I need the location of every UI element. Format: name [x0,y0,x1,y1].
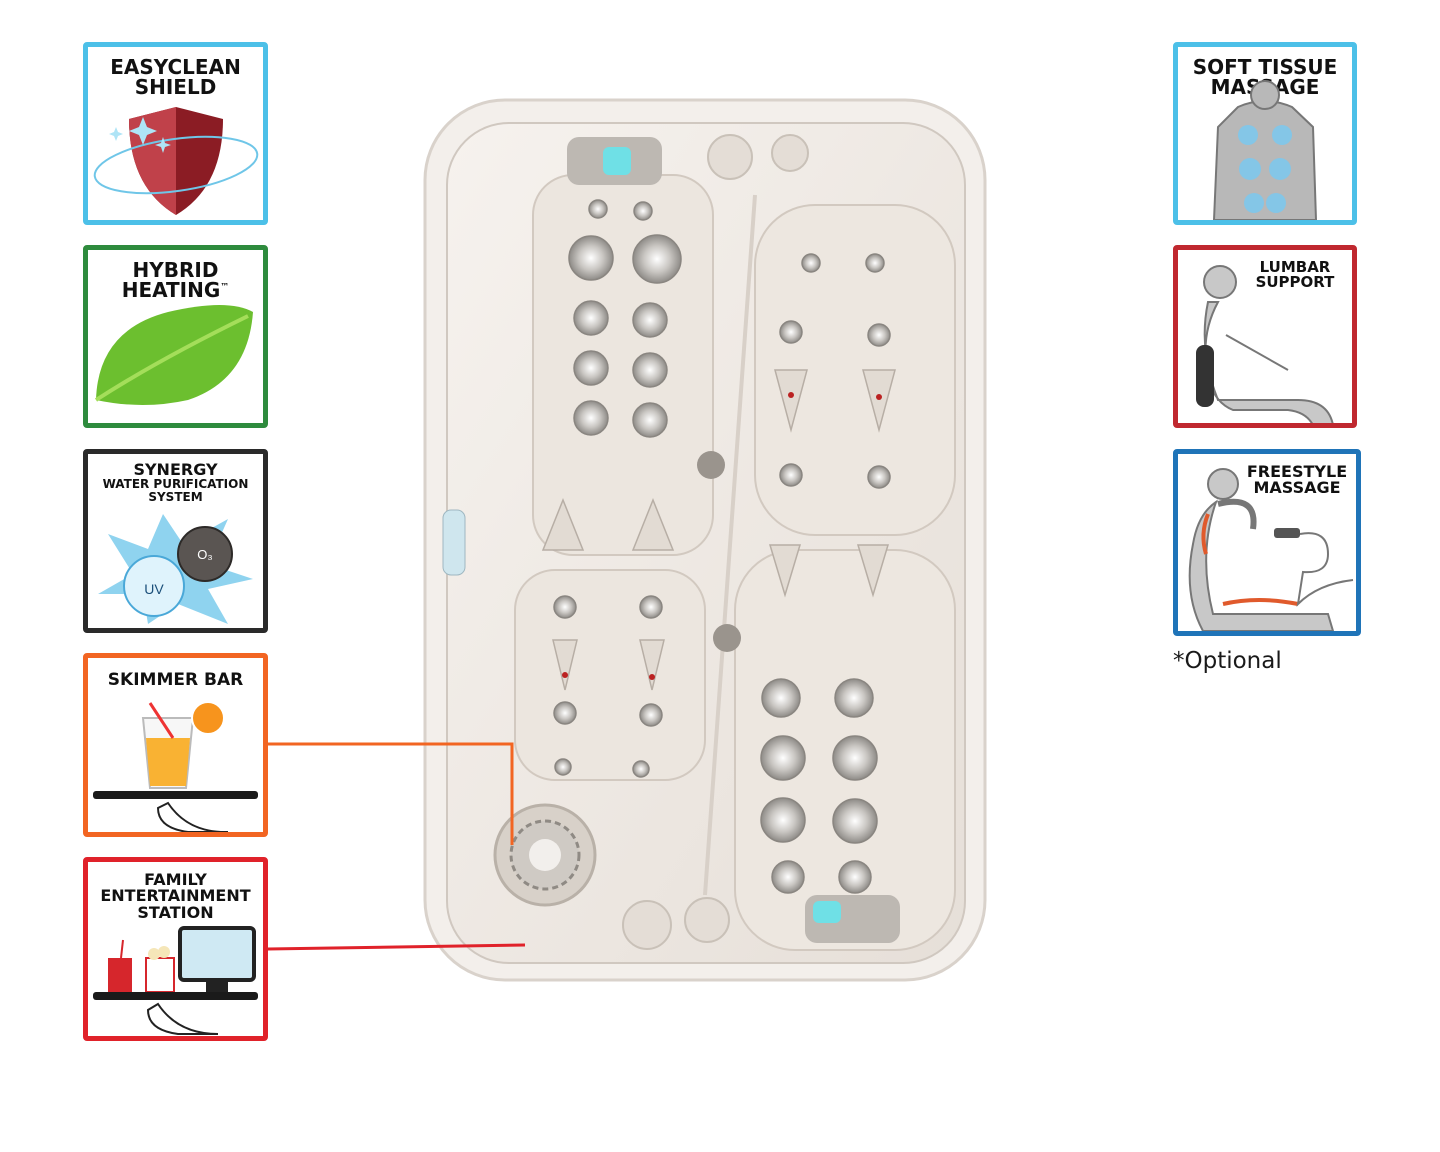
seated-person-icon [1196,265,1334,423]
lounger-right-upper [754,204,956,536]
jet-cluster [553,199,891,894]
badge-title: FAMILY ENTERTAINMENT STATION [100,870,251,922]
skimmer-callout-line [268,742,514,845]
handheld-jet-icon [1188,468,1354,631]
soft-tissue-massage-badge: SOFT TISSUE MASSAGE [1173,42,1357,225]
water-splash-icon [98,514,253,624]
seat-left-lower [514,569,706,781]
badge-title: HYBRID HEATING™ [121,258,230,303]
family-entertainment-station-badge: FAMILY ENTERTAINMENT STATION [83,857,268,1041]
badge-title: EASYCLEAN SHIELD [110,55,241,100]
hybrid-heating-badge: HYBRID HEATING™ [83,245,268,428]
badge-title: SYNERGY WATER PURIFICATION SYSTEM [102,460,249,504]
badge-title: FREESTYLE MASSAGE [1246,462,1348,498]
shield-icon [93,107,259,215]
optional-note: *Optional [1173,648,1282,674]
entertainment-tray-icon [93,926,258,1035]
easyclean-shield-badge: EASYCLEAN SHIELD [83,42,268,225]
synergy-water-purification-badge: SYNERGY WATER PURIFICATION SYSTEM UV O₃ [83,449,268,633]
leaf-icon [94,305,253,405]
ozone-label: O₃ [197,547,213,562]
badge-title: SKIMMER BAR [107,670,244,690]
family-callout-line [267,943,526,951]
badge-title: LUMBAR SUPPORT [1255,258,1335,292]
side-control-panel [442,509,466,576]
lumbar-support-badge: LUMBAR SUPPORT [1173,245,1357,428]
drink-tray-icon [93,701,258,832]
freestyle-massage-badge: FREESTYLE MASSAGE [1173,449,1361,636]
skimmer-bar-badge: SKIMMER BAR [83,653,268,837]
back-massage-icon [1212,80,1318,220]
hot-tub-top-view [423,98,987,982]
uv-label: UV [144,581,164,597]
